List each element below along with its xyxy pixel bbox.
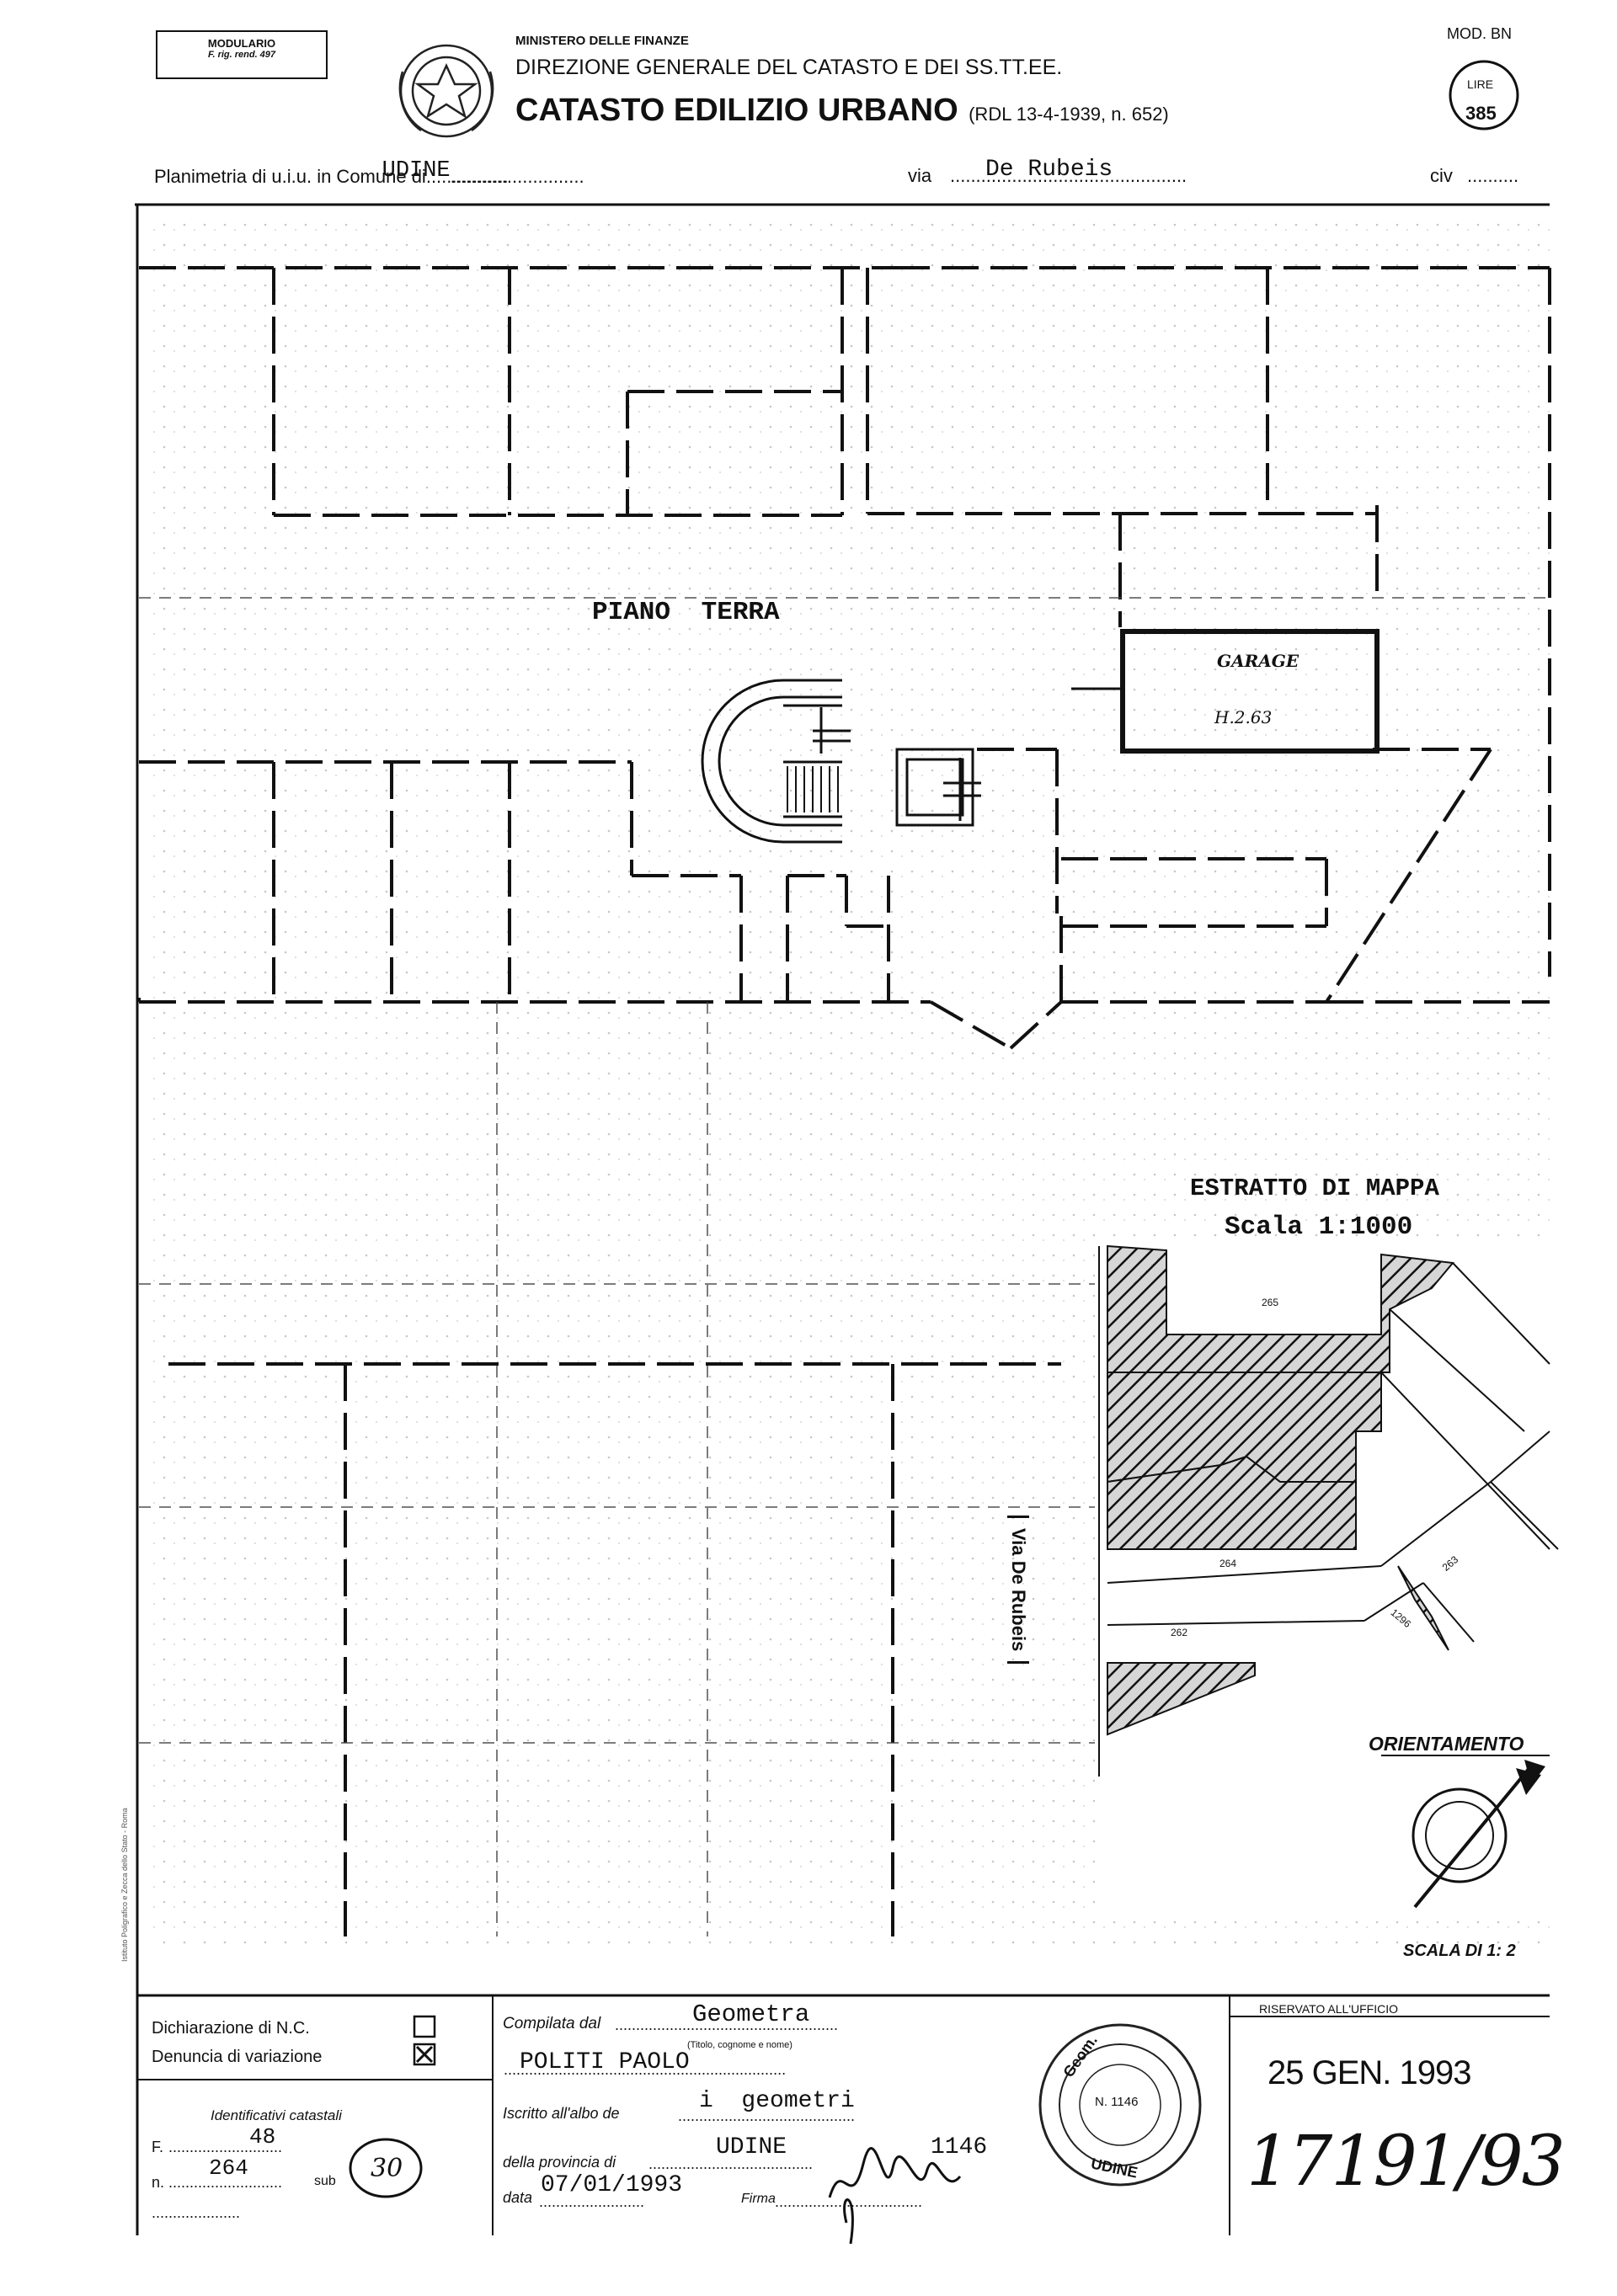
professional-seal: [1038, 2023, 1202, 2187]
orientation-compass: [1381, 1755, 1550, 1909]
street-label: Via De Rubeis: [1007, 1516, 1029, 1665]
location-prefix: Planimetria di u.i.u. in Comune di: [154, 166, 426, 187]
direction-line: DIREZIONE GENERALE DEL CATASTO E DEI SS.…: [515, 56, 1063, 79]
denuncia-checkbox[interactable]: [413, 2043, 436, 2066]
numero-label: n.: [152, 2174, 165, 2191]
civ-label: civ: [1430, 165, 1453, 186]
iscritto-label: Iscritto all'albo de: [503, 2105, 620, 2122]
parcel-label: 265: [1262, 1297, 1279, 1308]
riservato-label: RISERVATO ALL'UFFICIO: [1259, 2002, 1399, 2016]
title-hint: (Titolo, cognome e nome): [687, 2040, 792, 2050]
data-label: data: [503, 2189, 533, 2206]
document-title: CATASTO EDILIZIO URBANO (RDL 13-4-1939, …: [515, 93, 1169, 129]
signature: [828, 2147, 962, 2245]
modulario-ref: F. rig. rend. 497: [207, 50, 276, 60]
comune-value: UDINE: [382, 158, 451, 184]
orientation-label: ORIENTAMENTO: [1369, 1733, 1524, 1755]
albo-number: 1146: [931, 2134, 988, 2160]
garage-label: GARAGE: [1217, 651, 1299, 671]
foglio-label: F.: [152, 2139, 164, 2155]
neighbor-walls: [137, 266, 1551, 1936]
data-value: 07/01/1993: [541, 2172, 683, 2198]
dichiarazione-label: Dichiarazione di N.C.: [152, 2019, 310, 2038]
tax-stamp: [1449, 60, 1519, 131]
floor-label: PIANO TERRA: [592, 598, 780, 627]
map-extract: [1098, 1244, 1559, 1777]
staircase: [701, 679, 851, 844]
scale-label: SCALA DI 1: 2: [1403, 1942, 1516, 1960]
stamp-date: 25 GEN. 1993: [1267, 2054, 1471, 2091]
margin-imprint: Istituto Poligrafico e Zecca dello Stato…: [120, 1808, 129, 1962]
via-label: via: [908, 165, 932, 186]
identificativi-label: Identificativi catastali: [211, 2107, 342, 2123]
sub-label: sub: [314, 2174, 336, 2188]
title-value: Geometra: [692, 2000, 810, 2028]
parcel-label: 262: [1171, 1627, 1188, 1638]
stamp-value: 385: [1465, 103, 1497, 124]
denuncia-label: Denuncia di variazione: [152, 2048, 323, 2066]
garage-height: H.2.63: [1214, 707, 1273, 727]
name-value: POLITI PAOLO: [520, 2049, 690, 2075]
stamp-currency: LIRE: [1467, 77, 1494, 91]
modulario-box: MODULARIO F. rig. rend. 497: [156, 30, 328, 79]
modulario-label: MODULARIO: [207, 37, 276, 50]
title-text: CATASTO EDILIZIO URBANO: [515, 93, 958, 128]
map-extract-scale: Scala 1:1000: [1225, 1212, 1413, 1242]
garage-unit: [1071, 629, 1380, 754]
firma-label: Firma: [741, 2192, 776, 2206]
location-line: Planimetria di u.i.u. in Comune di......…: [154, 158, 584, 187]
albo-value: i geometri: [699, 2088, 855, 2114]
ministry-line: MINISTERO DELLE FINANZE: [515, 34, 689, 48]
law-reference: (RDL 13-4-1939, n. 652): [969, 104, 1169, 125]
sub-value: 30: [371, 2154, 403, 2183]
model-code: MOD. BN: [1447, 25, 1513, 42]
map-extract-title: ESTRATTO DI MAPPA: [1190, 1175, 1439, 1202]
footer-frame: [137, 1995, 1550, 2235]
dichiarazione-checkbox[interactable]: [413, 2015, 436, 2038]
foglio-value: 48: [249, 2124, 276, 2150]
provincia-label: della provincia di: [503, 2154, 616, 2171]
seal-middle-text: N. 1146: [1095, 2095, 1139, 2109]
provincia-value: UDINE: [716, 2134, 787, 2160]
compilata-label: Compilata dal: [503, 2015, 601, 2032]
via-dots: ........................................…: [950, 165, 1187, 186]
via-value: De Rubeis: [985, 157, 1113, 183]
parcel-label: 264: [1219, 1558, 1237, 1569]
numero-value: 264: [209, 2155, 248, 2181]
protocol-number: 17191/93: [1246, 2122, 1566, 2202]
drawing-frame: [135, 203, 1550, 2235]
lift-shaft: [895, 748, 981, 827]
emblem-icon: [398, 44, 494, 138]
